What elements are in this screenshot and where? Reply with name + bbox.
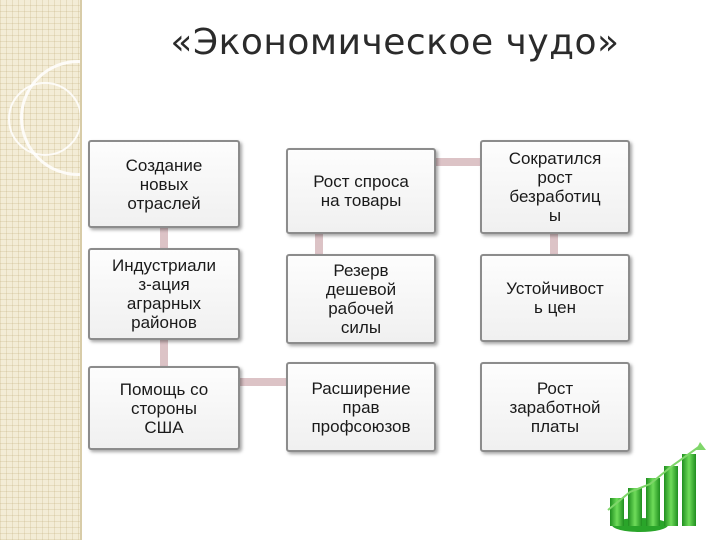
connector-row3-col1-col2 (238, 378, 288, 386)
decor-circle-small (8, 82, 82, 156)
connector-col1-row2-row3 (160, 338, 168, 368)
node-new-industries: Создание новых отраслей (88, 140, 240, 228)
node-demand-growth: Рост спроса на товары (286, 148, 436, 234)
connector-col2-row1-row2 (315, 232, 323, 256)
node-industrialization: Индустриали з-ация аграрных районов (88, 248, 240, 340)
side-decoration (0, 0, 80, 540)
side-divider (80, 0, 82, 540)
connector-row1-col2-col3 (434, 158, 482, 166)
node-us-aid: Помощь со стороны США (88, 366, 240, 450)
node-wage-growth: Рост заработной платы (480, 362, 630, 452)
growth-chart-icon (600, 440, 710, 535)
connector-col3-row1-row2 (550, 232, 558, 256)
node-price-stability: Устойчивост ь цен (480, 254, 630, 342)
page-title: «Экономическое чудо» (90, 22, 700, 63)
node-unemployment-reduced: Сократился рост безработиц ы (480, 140, 630, 234)
node-union-rights: Расширение прав профсоюзов (286, 362, 436, 452)
connector-col1-row1-row2 (160, 226, 168, 250)
node-labor-reserve: Резерв дешевой рабочей силы (286, 254, 436, 344)
